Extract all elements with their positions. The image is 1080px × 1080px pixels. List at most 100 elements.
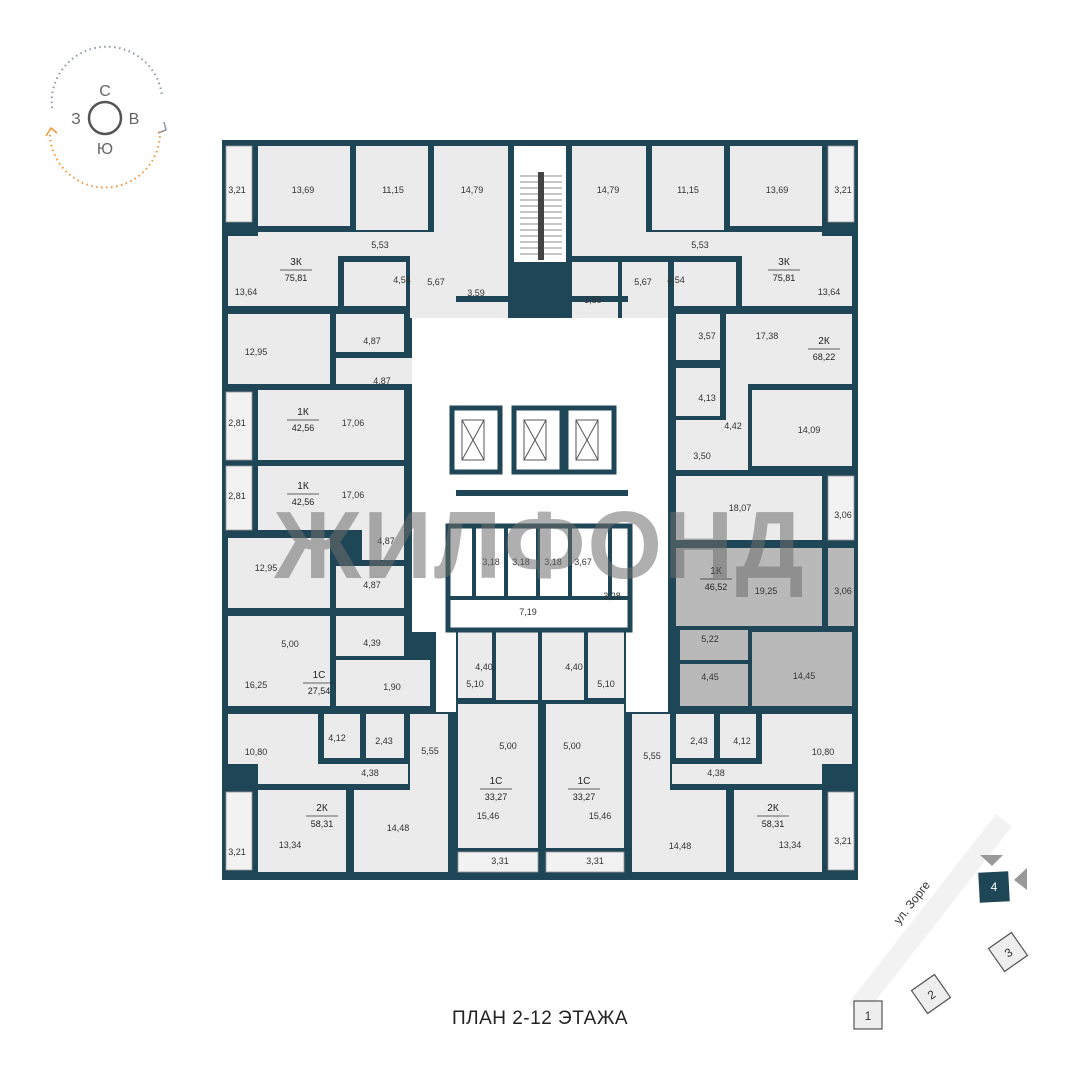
- room-area-label: 5,67: [634, 277, 652, 287]
- apartment-badge[interactable]: 2К 58,31: [757, 803, 789, 829]
- room: [336, 660, 430, 706]
- apartment-area: 42,56: [292, 423, 315, 433]
- room-area-label: 13,69: [292, 185, 315, 195]
- apartment-badge[interactable]: 1К 42,56: [287, 407, 319, 433]
- apartment-type: 1С: [313, 670, 326, 681]
- room-area-label: 4,38: [361, 768, 379, 778]
- room: [344, 262, 406, 306]
- apartment-badge[interactable]: 1С 33,27: [480, 776, 512, 802]
- room-area-label: 5,10: [597, 679, 615, 689]
- room-area-label: 2,81: [228, 491, 246, 501]
- room: [632, 714, 670, 790]
- rooms-layer: [222, 140, 858, 880]
- apartment-area: 75,81: [285, 273, 308, 283]
- room: [680, 664, 748, 706]
- room-area-label: 3,21: [228, 185, 246, 195]
- room-area-label: 4,87: [377, 536, 395, 546]
- apartment-type: 1С: [578, 776, 591, 787]
- building-3[interactable]: 3: [987, 931, 1029, 973]
- room-area-label: 4,42: [724, 421, 742, 431]
- room-area-label: 17,38: [756, 331, 779, 341]
- room: [228, 616, 330, 706]
- room-area-label: 3,59: [584, 295, 602, 305]
- apartment-type: 2К: [818, 336, 830, 347]
- room: [228, 314, 330, 384]
- watermark: ЖИЛФОНД: [273, 492, 805, 599]
- svg-text:4: 4: [991, 880, 998, 894]
- room: [228, 714, 318, 764]
- apartment-area: 58,31: [311, 819, 334, 829]
- room-area-label: 3,28: [603, 591, 621, 601]
- building-2[interactable]: 2: [910, 973, 952, 1015]
- room: [412, 262, 506, 318]
- room-area-label: 5,67: [427, 277, 445, 287]
- view-direction-icon: [980, 855, 1003, 866]
- room-area-label: 5,22: [701, 634, 719, 644]
- balcony: [225, 791, 253, 871]
- room-area-label: 18,07: [729, 503, 752, 513]
- room: [720, 714, 756, 758]
- apartment-area: 33,27: [485, 792, 508, 802]
- room: [324, 714, 360, 758]
- room: [676, 314, 720, 360]
- room-area-label: 4,54: [393, 275, 411, 285]
- room: [572, 262, 618, 318]
- room-area-label: 14,79: [597, 185, 620, 195]
- room-area-label: 17,06: [342, 418, 365, 428]
- apartment-type: 2К: [767, 803, 779, 814]
- room-area-label: 3,31: [586, 856, 604, 866]
- room-area-label: 3,06: [834, 586, 852, 596]
- apartment-badge[interactable]: 3К 75,81: [280, 257, 312, 283]
- apartment-type: 1К: [297, 407, 309, 418]
- room-area-label: 17,06: [342, 490, 365, 500]
- room-area-label: 13,34: [279, 840, 302, 850]
- room: [336, 314, 404, 352]
- apartment-area: 58,31: [762, 819, 785, 829]
- common-area: [436, 632, 456, 712]
- balcony: [225, 145, 253, 223]
- building-1[interactable]: 1: [853, 1000, 883, 1030]
- room: [458, 632, 492, 698]
- room: [336, 566, 404, 608]
- balcony: [827, 791, 855, 871]
- apartment-badge[interactable]: 1С 33,27: [568, 776, 600, 802]
- room-area-label: 7,19: [519, 607, 537, 617]
- room-area-label: 1,90: [383, 682, 401, 692]
- room: [258, 390, 404, 460]
- room-area-label: 5,00: [499, 741, 517, 751]
- room-area-label: 13,64: [235, 287, 258, 297]
- room-area-label: 4,39: [363, 638, 381, 648]
- room-area-label: 13,69: [766, 185, 789, 195]
- room: [356, 146, 428, 230]
- room: [672, 764, 822, 784]
- apartment-type: 1С: [490, 776, 503, 787]
- room: [258, 146, 350, 226]
- apartment-area: 33,27: [573, 792, 596, 802]
- room-area-label: 3,18: [544, 557, 562, 567]
- room-area-label: 5,53: [691, 240, 709, 250]
- room: [674, 262, 736, 306]
- room-area-label: 13,34: [779, 840, 802, 850]
- room: [828, 548, 854, 626]
- room-area-label: 5,55: [421, 746, 439, 756]
- room: [752, 390, 852, 466]
- room: [410, 714, 448, 790]
- room-area-label: 14,48: [669, 841, 692, 851]
- room: [362, 516, 404, 560]
- room-area-label: 3,59: [467, 288, 485, 298]
- room-area-label: 14,79: [461, 185, 484, 195]
- room-area-label: 3,50: [693, 451, 711, 461]
- area-labels: 3,21 13,69 11,15 14,79 5,53 13,64 4,54 5,67 3,59…: [228, 185, 852, 866]
- balcony: [827, 475, 855, 541]
- apartment-type: 3К: [290, 257, 302, 268]
- room-area-label: 11,15: [677, 185, 699, 195]
- building-4-current[interactable]: 4: [978, 871, 1010, 903]
- room-area-label: 3,57: [698, 331, 716, 341]
